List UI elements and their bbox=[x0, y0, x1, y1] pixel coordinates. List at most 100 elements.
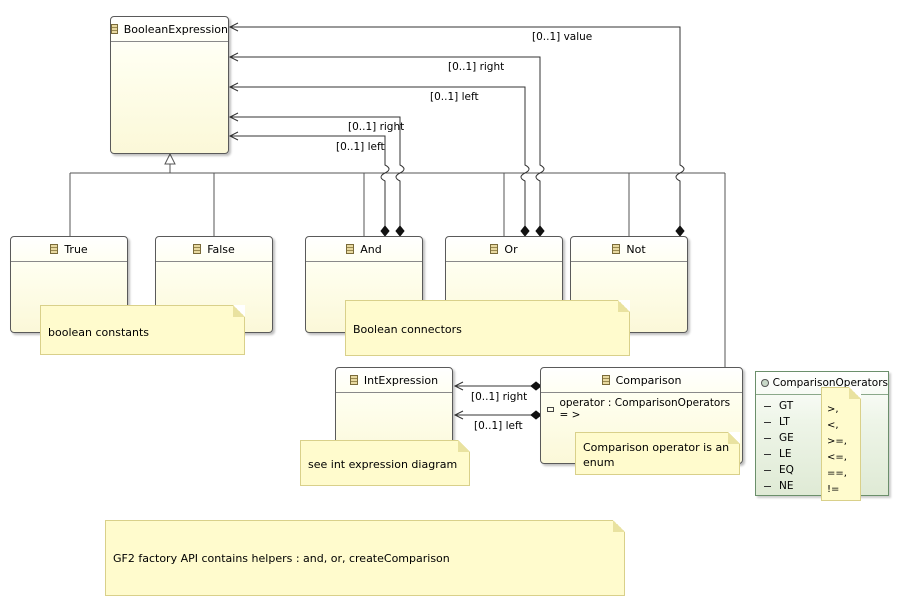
class-icon bbox=[193, 244, 202, 254]
class-header: Not bbox=[571, 237, 687, 262]
note-enum-values[interactable]: >, <, >=, <=, ==, != bbox=[821, 387, 861, 501]
literal-dash-icon bbox=[764, 405, 771, 407]
note-int-expression-diagram[interactable]: see int expression diagram bbox=[300, 440, 470, 486]
note-text-line2: enum bbox=[583, 456, 615, 469]
class-icon bbox=[349, 375, 358, 385]
literal-dash-icon bbox=[764, 485, 771, 487]
literal-name: GT bbox=[779, 400, 794, 412]
class-name: Not bbox=[626, 242, 646, 256]
arrow-and-left-head bbox=[228, 131, 239, 141]
note-fold bbox=[613, 520, 625, 532]
note-value: >=, bbox=[827, 436, 847, 447]
literal-name: LE bbox=[779, 448, 792, 460]
diamond-and-left bbox=[380, 225, 390, 237]
label-cmp-left: [0..1] left bbox=[474, 420, 523, 432]
note-text: see int expression diagram bbox=[308, 458, 458, 471]
class-boolean-expression[interactable]: BooleanExpression bbox=[110, 16, 229, 154]
generalization-arrowhead bbox=[164, 152, 176, 165]
label-or-right: [0..1] right bbox=[448, 61, 505, 73]
class-header: And bbox=[306, 237, 422, 262]
literal-name: GE bbox=[779, 432, 794, 444]
literal-dash-icon bbox=[764, 453, 771, 455]
edge-or-right bbox=[230, 56, 545, 228]
enum-literal[interactable]: LE bbox=[764, 446, 888, 462]
diamond-not-value bbox=[675, 225, 685, 237]
enum-literal[interactable]: NE bbox=[764, 478, 888, 494]
diamond-and-right bbox=[395, 225, 405, 237]
note-value: <=, bbox=[827, 452, 847, 463]
label-and-left: [0..1] left bbox=[336, 141, 385, 153]
class-header: BooleanExpression bbox=[111, 17, 228, 42]
note-value: ==, bbox=[827, 468, 847, 479]
class-name: IntExpression bbox=[363, 373, 439, 387]
note-value: != bbox=[827, 484, 840, 495]
note-value: >, bbox=[827, 404, 839, 415]
attribute-operator[interactable]: operator : ComparisonOperators = > bbox=[547, 397, 736, 421]
note-fold bbox=[233, 305, 245, 317]
class-icon bbox=[490, 244, 499, 254]
class-icon bbox=[612, 244, 621, 254]
arrow-cmp-right-head bbox=[453, 381, 464, 391]
note-fold bbox=[618, 300, 630, 312]
label-not-value: [0..1] value bbox=[532, 31, 593, 43]
note-fold bbox=[849, 387, 861, 399]
arrow-or-left-head bbox=[228, 82, 239, 92]
literal-name: EQ bbox=[779, 464, 794, 476]
enum-name: ComparisonOperators bbox=[772, 377, 888, 389]
enum-literal[interactable]: EQ bbox=[764, 462, 888, 478]
literal-name: LT bbox=[779, 416, 790, 428]
class-header: True bbox=[11, 237, 127, 262]
literal-dash-icon bbox=[764, 469, 771, 471]
class-name: Comparison bbox=[615, 373, 682, 387]
class-header: Comparison bbox=[541, 368, 742, 393]
literal-dash-icon bbox=[764, 437, 771, 439]
note-text-line1: Comparison operator is an bbox=[583, 441, 730, 454]
class-icon bbox=[50, 244, 59, 254]
enum-literals: GT LT GE LE EQ NE bbox=[756, 395, 888, 494]
class-name: True bbox=[64, 242, 88, 256]
arrow-or-right-head bbox=[228, 52, 239, 62]
enum-icon bbox=[761, 379, 769, 387]
note-boolean-connectors[interactable]: Boolean connectors bbox=[345, 300, 630, 356]
edge-and-left bbox=[230, 135, 390, 228]
label-cmp-right: [0..1] right bbox=[471, 391, 528, 403]
note-fold bbox=[458, 440, 470, 452]
class-name: Or bbox=[504, 242, 518, 256]
literal-dash-icon bbox=[764, 421, 771, 423]
note-factory-api[interactable]: GF2 factory API contains helpers : and, … bbox=[105, 520, 625, 596]
edge-or-left bbox=[230, 86, 530, 228]
enum-literal[interactable]: GE bbox=[764, 430, 888, 446]
class-header: Or bbox=[446, 237, 562, 262]
enum-literal[interactable]: GT bbox=[764, 398, 888, 414]
edge-and-right bbox=[230, 116, 405, 228]
note-text: GF2 factory API contains helpers : and, … bbox=[113, 552, 450, 565]
class-header: IntExpression bbox=[336, 368, 452, 393]
class-icon bbox=[601, 375, 610, 385]
diamond-or-left bbox=[520, 225, 530, 237]
diamond-or-right bbox=[535, 225, 545, 237]
note-boolean-constants[interactable]: boolean constants bbox=[40, 305, 245, 355]
note-fold bbox=[728, 432, 740, 444]
literal-name: NE bbox=[779, 480, 794, 492]
class-name: False bbox=[207, 242, 235, 256]
note-comparison-enum[interactable]: Comparison operator is an enum bbox=[575, 432, 740, 475]
note-value: <, bbox=[827, 420, 839, 431]
attribute-text: operator : ComparisonOperators = > bbox=[559, 397, 731, 421]
attribute-visibility-icon bbox=[547, 406, 555, 412]
arrow-and-right-head bbox=[228, 112, 239, 122]
class-header: False bbox=[156, 237, 272, 262]
note-text: boolean constants bbox=[48, 326, 150, 339]
attribute-compartment: operator : ComparisonOperators = > bbox=[541, 393, 742, 425]
class-icon bbox=[346, 244, 355, 254]
class-icon bbox=[111, 24, 118, 34]
class-name: BooleanExpression bbox=[123, 22, 228, 36]
note-text: Boolean connectors bbox=[353, 323, 462, 336]
label-or-left: [0..1] left bbox=[430, 91, 479, 103]
class-name: And bbox=[360, 242, 382, 256]
enum-literal[interactable]: LT bbox=[764, 414, 888, 430]
arrow-cmp-left-head bbox=[453, 410, 464, 420]
label-and-right: [0..1] right bbox=[348, 121, 405, 133]
arrow-value-head bbox=[228, 22, 239, 32]
edge-not-value bbox=[230, 26, 685, 228]
